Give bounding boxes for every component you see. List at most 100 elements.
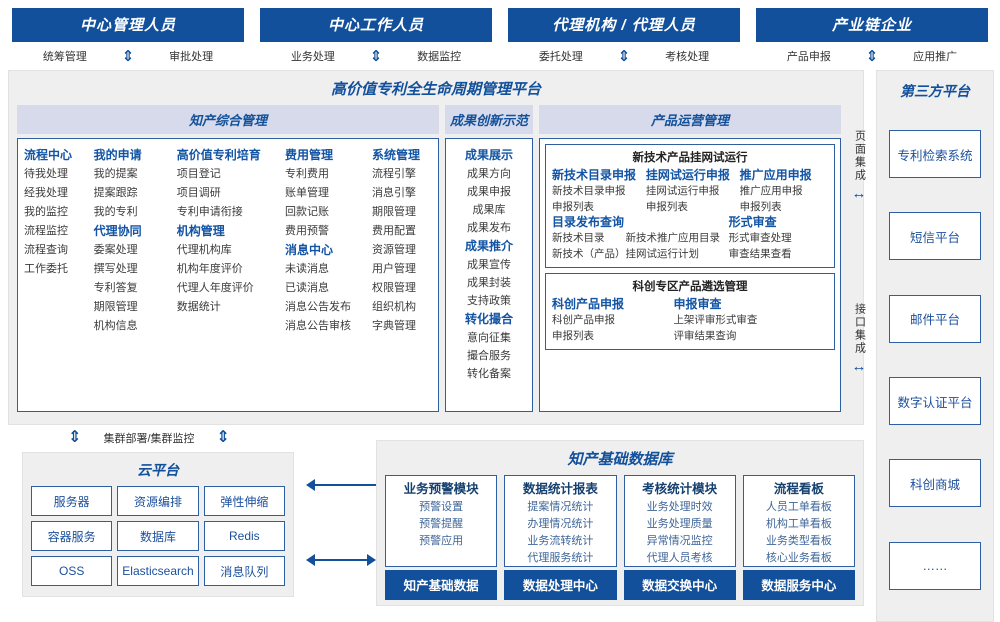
db-center-label[interactable]: 数据服务中心 [742,570,855,600]
menu-item[interactable]: 申报列表 [645,201,688,213]
third-party-item-4[interactable]: 科创商城 [889,459,981,508]
menu-item[interactable]: 代理机构库 [176,244,232,256]
cloud-cell-1[interactable]: 资源编排 [117,486,199,516]
cloud-cell-2[interactable]: 弹性伸缩 [203,486,285,516]
menu-item[interactable]: 成果封装 [467,277,511,289]
menu-item[interactable]: 成果宣传 [467,259,511,271]
menu-item[interactable]: 申报列表 [739,201,782,213]
menu-item[interactable]: 我的提案 [93,168,138,180]
db-module-item[interactable]: 预警提醒 [419,518,464,530]
menu-item[interactable]: 工作委托 [24,263,68,275]
menu-item[interactable]: 用户管理 [372,263,417,275]
menu-item[interactable]: 专利费用 [285,168,330,180]
db-center-label[interactable]: 数据交换中心 [623,570,736,600]
db-module-item[interactable]: 代理服务统计 [527,552,594,564]
cloud-cell-0[interactable]: 服务器 [31,486,113,516]
menu-item[interactable]: 新技术目录申报 [552,185,626,197]
menu-item[interactable]: 机构年度评价 [176,263,243,275]
db-module-item[interactable]: 业务处理时效 [646,501,713,513]
menu-item[interactable]: 成果方向 [467,168,511,180]
db-center-label[interactable]: 知产基础数据 [385,570,498,600]
db-module-item[interactable]: 机构工单看板 [765,518,832,530]
menu-item[interactable]: 经我处理 [24,187,68,199]
menu-item[interactable]: 成果库 [472,204,506,216]
menu-item[interactable]: 项目调研 [176,187,221,199]
menu-item[interactable]: 申报列表 [552,201,594,213]
menu-item[interactable]: 组织机构 [372,301,417,313]
menu-item[interactable]: 委案处理 [93,244,138,256]
db-module-item[interactable]: 业务流转统计 [527,535,594,547]
db-module-item[interactable]: 办理情况统计 [527,518,594,530]
role-title[interactable]: 中心管理人员 [12,8,244,42]
menu-item[interactable]: 字典管理 [372,320,417,332]
menu-item[interactable]: 待我处理 [24,168,68,180]
menu-item[interactable]: 审查结果查看 [728,248,792,260]
db-module-item[interactable]: 核心业务看板 [765,552,832,564]
db-module-item[interactable]: 业务处理质量 [646,518,713,530]
menu-item[interactable]: 消息引擎 [372,187,417,199]
menu-item[interactable]: 费用配置 [372,225,417,237]
menu-item[interactable]: 新技术（产品）挂网试运行计划 [552,248,699,260]
menu-item[interactable]: 上架评审形式审查 [673,314,758,326]
role-title[interactable]: 代理机构 / 代理人员 [508,8,740,42]
menu-item[interactable]: 专利申请衔接 [176,206,243,218]
role-title[interactable]: 中心工作人员 [260,8,492,42]
cloud-cell-8[interactable]: 消息队列 [203,556,285,586]
menu-item[interactable]: 资源管理 [372,244,417,256]
menu-item[interactable]: 费用预警 [285,225,330,237]
menu-item[interactable]: 申报列表 [552,330,594,342]
menu-item[interactable]: 推广应用申报 [739,185,803,197]
menu-item[interactable]: 我的专利 [93,206,138,218]
menu-item[interactable]: 撮合服务 [467,350,511,362]
role-title[interactable]: 产业链企业 [756,8,988,42]
menu-item[interactable]: 流程查询 [24,244,68,256]
menu-item[interactable]: 挂网试运行申报 [645,185,720,197]
menu-item[interactable]: 撰写处理 [93,263,138,275]
db-center-label[interactable]: 数据处理中心 [504,570,617,600]
cloud-cell-3[interactable]: 容器服务 [31,521,113,551]
menu-item[interactable]: 转化备案 [467,368,511,380]
menu-item[interactable]: 成果发布 [467,222,511,234]
cloud-cell-6[interactable]: OSS [31,556,113,586]
db-module-item[interactable]: 代理人员考核 [646,552,713,564]
db-module-item[interactable]: 预警应用 [419,535,464,547]
third-party-item-5[interactable]: …… [889,541,981,590]
menu-item[interactable]: 形式审查处理 [728,232,792,244]
menu-item[interactable]: 项目登记 [176,168,221,180]
menu-item[interactable]: 消息公告审核 [285,320,352,332]
db-module-item[interactable]: 异常情况监控 [646,535,713,547]
cloud-cell-4[interactable]: 数据库 [117,521,199,551]
menu-item[interactable]: 我的监控 [24,206,68,218]
menu-item[interactable]: 机构信息 [93,320,138,332]
menu-item[interactable]: 科创产品申报 [552,314,615,326]
menu-item[interactable]: 账单管理 [285,187,330,199]
menu-item[interactable]: 支持政策 [467,295,511,307]
third-party-item-1[interactable]: 短信平台 [889,212,981,261]
menu-item[interactable]: 数据统计 [176,301,221,313]
menu-item[interactable]: 成果申报 [467,186,511,198]
menu-item[interactable]: 回款记账 [285,206,330,218]
menu-item[interactable]: 期限管理 [372,206,417,218]
menu-item[interactable]: 新技术目录 新技术推广应用目录 [552,232,720,244]
db-module-item[interactable]: 业务类型看板 [765,535,832,547]
cloud-cell-7[interactable]: Elasticsearch [117,556,199,586]
third-party-item-2[interactable]: 邮件平台 [889,294,981,343]
menu-item[interactable]: 流程监控 [24,225,68,237]
db-module-item[interactable]: 人员工单看板 [765,501,832,513]
menu-item[interactable]: 期限管理 [93,301,138,313]
menu-item[interactable]: 流程引擎 [372,168,417,180]
menu-item[interactable]: 已读消息 [285,282,330,294]
menu-item[interactable]: 权限管理 [372,282,417,294]
menu-item[interactable]: 提案跟踪 [93,187,138,199]
cloud-cell-5[interactable]: Redis [203,521,285,551]
menu-item[interactable]: 专利答复 [93,282,138,294]
menu-item[interactable]: 评审结果查询 [673,330,737,342]
menu-item[interactable]: 消息公告发布 [285,301,352,313]
third-party-item-0[interactable]: 专利检索系统 [889,130,981,179]
db-module-item[interactable]: 预警设置 [419,501,464,513]
db-module-item[interactable]: 提案情况统计 [527,501,594,513]
menu-item[interactable]: 代理人年度评价 [176,282,254,294]
menu-item[interactable]: 意向征集 [467,332,511,344]
menu-item[interactable]: 未读消息 [285,263,330,275]
third-party-item-3[interactable]: 数字认证平台 [889,377,981,426]
